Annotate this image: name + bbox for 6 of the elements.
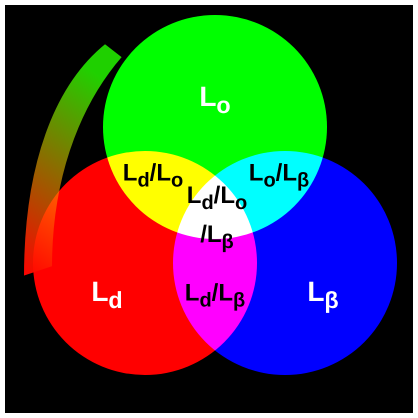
intersection-label: L$_{d}$/L$_{o}$ <box>122 158 184 194</box>
intersection-label: L$_{d}$/L$_{β}$ <box>184 278 246 314</box>
set-label: L$_{d}$ <box>91 276 123 314</box>
set-label: L$_{o}$ <box>199 81 231 119</box>
set-label: L$_{β}$ <box>307 276 339 314</box>
intersection-label: L$_{o}$/L$_{β}$ <box>248 158 310 194</box>
